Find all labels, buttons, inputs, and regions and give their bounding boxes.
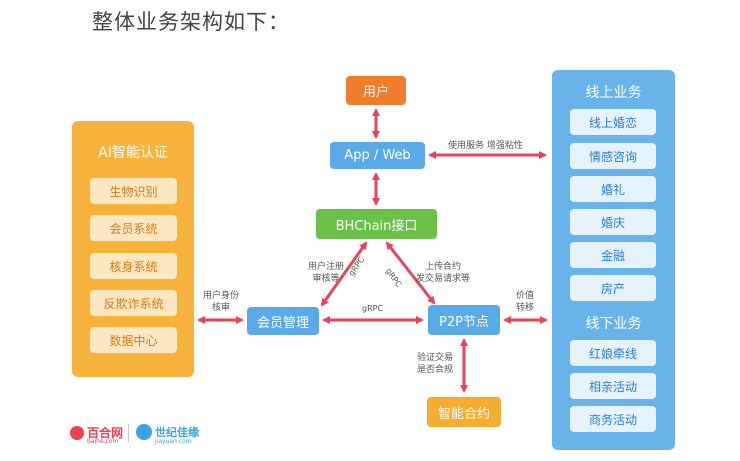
node-user: 用户 <box>346 76 406 105</box>
label-member-to-bhchain-line1: 用户注册 <box>307 262 344 272</box>
online-business-title: 线上业务 <box>585 85 642 101</box>
label-p2p-to-contract: 验证交易 是否合规 <box>412 352 458 376</box>
node-member-management: 会员管理 <box>247 307 319 335</box>
label-p2p-to-bhchain-line2: 发交易请求等 <box>415 274 470 284</box>
ai-item-anti-fraud: 反欺诈系统 <box>90 290 177 316</box>
ai-auth-title: AI智能认证 <box>98 145 168 161</box>
baihe-logo-name: 百合网 <box>87 426 124 440</box>
label-p2p-to-business: 价值 转移 <box>512 290 538 314</box>
arrow-member-bhchain <box>320 241 368 307</box>
online-item-finance: 金融 <box>570 242 656 268</box>
offline-item-matchmaking: 红娘牵线 <box>570 340 656 366</box>
page-heading: 整体业务架构如下： <box>92 10 290 34</box>
jiayuan-logo-icon <box>136 424 152 440</box>
label-p2p-to-bhchain-line1: 上传合约 <box>424 262 461 272</box>
label-p2p-to-contract-line2: 是否合规 <box>416 365 453 375</box>
label-grpc-bottom: gRPC <box>362 304 384 313</box>
baihe-logo: 百合网 baihe.com <box>70 424 124 445</box>
label-ai-to-member: 用户身份 核审 <box>198 290 244 314</box>
label-app-to-business: 使用服务 增强粘性 <box>448 141 523 151</box>
offline-item-blind-date: 相亲活动 <box>570 373 656 399</box>
jiayuan-logo-name: 世纪佳缘 <box>155 426 199 439</box>
label-member-to-bhchain: 用户注册 审核等 <box>304 261 348 285</box>
node-p2p: P2P节点 <box>428 305 500 335</box>
online-item-real-estate: 房产 <box>570 275 656 301</box>
label-ai-to-member-line1: 用户身份 <box>202 291 239 301</box>
node-smart-contract: 智能合约 <box>427 397 501 427</box>
ai-item-identity-check: 核身系统 <box>90 253 177 279</box>
label-p2p-to-business-line2: 转移 <box>515 303 534 313</box>
offline-item-business-events: 商务活动 <box>570 406 656 432</box>
online-item-wedding-celebration: 婚庆 <box>570 209 656 235</box>
label-ai-to-member-line2: 核审 <box>211 303 230 313</box>
baihe-logo-domain: baihe.com <box>87 438 119 445</box>
label-member-to-bhchain-line2: 审核等 <box>312 274 340 284</box>
offline-business-title: 线下业务 <box>585 316 642 332</box>
ai-item-data-center: 数据中心 <box>90 327 177 353</box>
node-bhchain-api: BHChain接口 <box>316 209 437 239</box>
ai-item-member-system: 会员系统 <box>90 215 177 241</box>
label-p2p-to-bhchain: 上传合约 发交易请求等 <box>408 261 478 285</box>
jiayuan-logo-domain: jiayuan.com <box>155 438 192 445</box>
label-p2p-to-business-line1: 价值 <box>515 291 534 301</box>
ai-item-biometric: 生物识别 <box>90 178 177 204</box>
baihe-logo-icon <box>70 425 84 440</box>
jiayuan-logo: 世纪佳缘 jiayuan.com <box>136 424 199 445</box>
online-item-dating: 线上婚恋 <box>570 109 656 135</box>
node-app-web: App / Web <box>330 142 425 169</box>
label-p2p-to-contract-line1: 验证交易 <box>416 353 453 363</box>
online-item-counseling: 情感咨询 <box>570 143 656 169</box>
logo-divider <box>128 424 129 442</box>
arrow-p2p-bhchain <box>385 241 436 305</box>
online-item-wedding: 婚礼 <box>570 176 656 202</box>
